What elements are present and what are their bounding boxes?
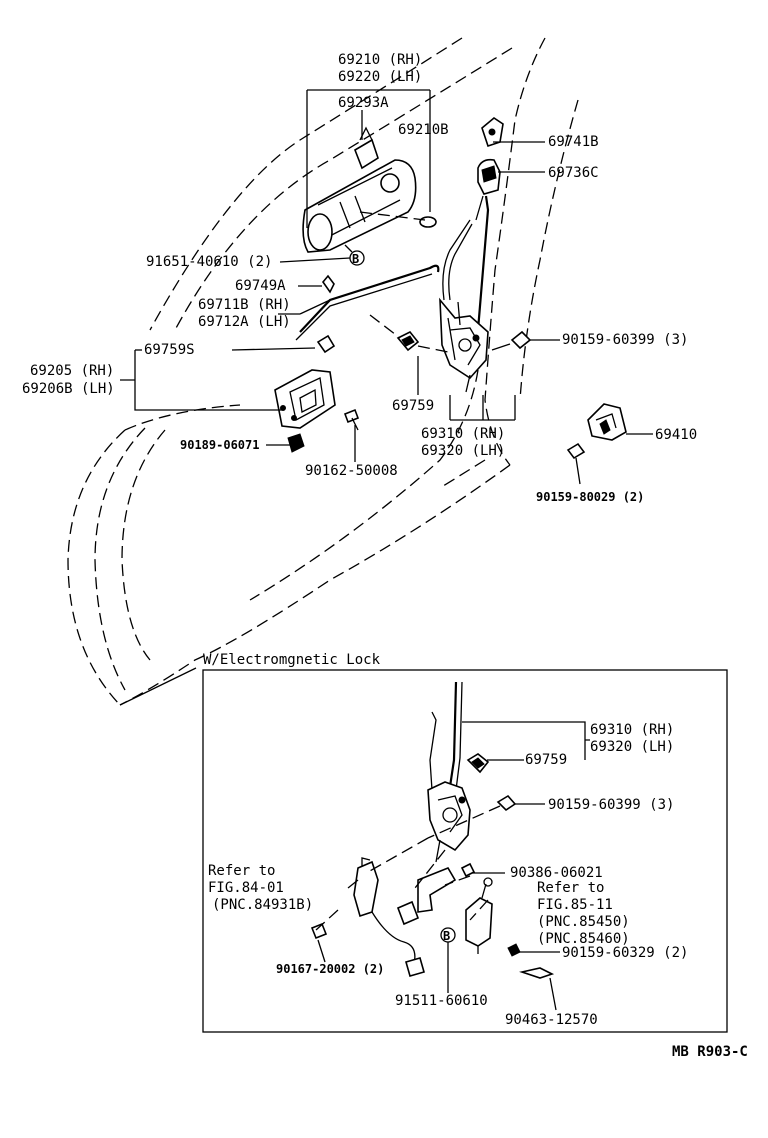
inside-handle (274, 369, 336, 429)
screw-90189 (287, 433, 305, 453)
label-69293a: 69293A (338, 95, 389, 111)
label-69759: 69759 (392, 398, 434, 414)
leader-dashed-clip (369, 314, 401, 339)
leader-dashed-clip2 (417, 345, 449, 353)
part-69749a (321, 274, 335, 294)
figure-code: MB R903-C (672, 1044, 748, 1060)
refer2-line2: FIG.85-11 (537, 897, 613, 913)
label-69310: 69310 (RH) (421, 426, 505, 442)
label-69210: 69210 (RH) (338, 52, 422, 68)
screw-90162 (343, 408, 360, 431)
refer2-line4: (PNC.85460) (537, 931, 630, 947)
inset-box (202, 669, 728, 1033)
refer1-line1: Refer to (208, 863, 275, 879)
inset-actuator-bracket (396, 867, 457, 926)
inset-screw-90159-60329 (507, 943, 521, 957)
inset-screw-90386 (460, 862, 476, 878)
inset-clip-69759 (466, 753, 490, 774)
label-69712a: 69712A (LH) (198, 314, 291, 330)
label-90159-60399: 90159-60399 (3) (562, 332, 688, 348)
screw-90159-60399 (491, 330, 532, 351)
label-90189: 90189-06071 (180, 438, 259, 452)
part-69410 (587, 403, 627, 441)
part-69741b (481, 117, 504, 148)
marker-b-top: B (349, 250, 365, 266)
refer1-line3: (PNC.84931B) (212, 897, 313, 913)
label-69759s: 69759S (144, 342, 195, 358)
inset-part-90463 (519, 967, 555, 979)
svg-text:B: B (352, 252, 359, 266)
lock-rod (476, 195, 490, 331)
inset-leaders (317, 721, 590, 1011)
leader-69759s (231, 347, 316, 351)
control-rod (295, 264, 440, 341)
inset-door-lock-switch (353, 857, 425, 977)
label-90162: 90162-50008 (305, 463, 398, 479)
clip-69759 (396, 330, 420, 352)
door-lock-assembly (439, 219, 489, 393)
label-69749a: 69749A (235, 278, 286, 294)
label-69320: 69320 (LH) (421, 443, 505, 459)
refer2-line3: (PNC.85450) (537, 914, 630, 930)
label-69736c: 69736C (548, 165, 599, 181)
label-69205: 69205 (RH) (30, 363, 114, 379)
label-69711b: 69711B (RH) (198, 297, 291, 313)
leaders-upper (120, 89, 653, 489)
label-90159-80029: 90159-80029 (2) (536, 490, 644, 504)
inset-door-lock-motor (465, 877, 493, 954)
inset-label-90159-60329: 90159-60329 (2) (562, 945, 688, 961)
inset-assembly-dashes (315, 805, 501, 931)
label-91651: 91651-40610 (2) (146, 254, 272, 270)
inset-label-90463: 90463-12570 (505, 1012, 598, 1028)
inset-marker-b: B (440, 927, 456, 943)
refer2-line1: Refer to (537, 880, 604, 896)
lock-rod-lead (475, 195, 484, 221)
inset-label-69310: 69310 (RH) (590, 722, 674, 738)
inset-label-69759: 69759 (525, 752, 567, 768)
part-69759s (316, 334, 336, 354)
inset-label-91511: 91511-60610 (395, 993, 488, 1009)
part-69736c (477, 158, 501, 195)
label-69741b: 69741B (548, 134, 599, 150)
inset-label-90386: 90386-06021 (510, 865, 603, 881)
inset-label-69320: 69320 (LH) (590, 739, 674, 755)
door-outline (67, 37, 579, 706)
inset-title: W/Electromgnetic Lock (203, 652, 381, 668)
label-69410: 69410 (655, 427, 697, 443)
refer1-line2: FIG.84-01 (208, 880, 284, 896)
svg-text:B: B (443, 929, 450, 943)
inset-label-90167: 90167-20002 (2) (276, 962, 384, 976)
inset-screw-90159-60399 (496, 794, 517, 812)
marker-b-leader (344, 244, 353, 253)
label-69206b: 69206B (LH) (22, 381, 115, 397)
label-69220: 69220 (LH) (338, 69, 422, 85)
inset-label-90159-60399: 90159-60399 (3) (548, 797, 674, 813)
inset-screw-90167 (310, 922, 328, 940)
inset-lock-assembly (427, 681, 471, 863)
spring-clip-69210b (419, 216, 437, 228)
label-69210b: 69210B (398, 122, 449, 138)
outside-handle (302, 126, 417, 253)
inset-pointer (119, 667, 197, 706)
leader-dashed-69210b (359, 211, 426, 221)
screw-90159-80029 (566, 442, 586, 460)
